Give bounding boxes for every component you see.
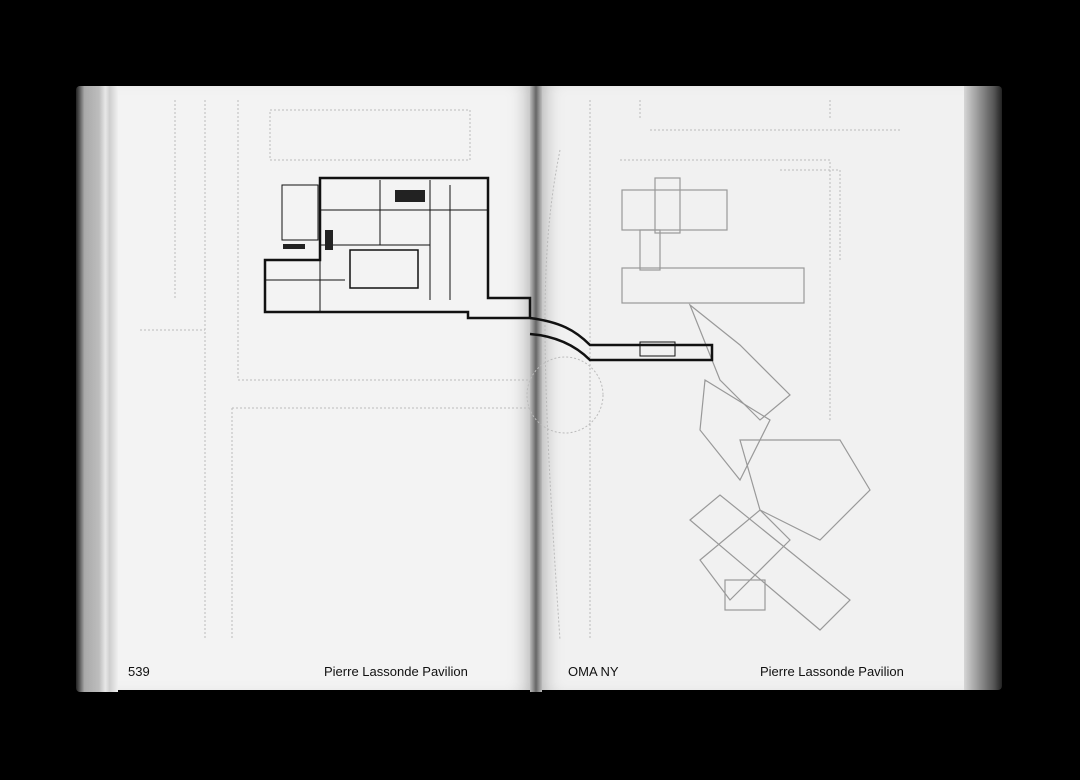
office-label: OMA NY [568,664,619,679]
pavilion-plan [263,176,714,362]
left-page [118,86,534,690]
book-gutter [530,86,542,692]
context-site-lines [140,100,900,641]
page-edge-right [962,86,1002,690]
existing-museum-plan [621,177,871,631]
running-title-right: Pierre Lassonde Pavilion [760,664,904,679]
running-title-left: Pierre Lassonde Pavilion [324,664,468,679]
right-page [538,86,964,690]
page-edge-left [76,86,118,692]
page-number: 539 [128,664,150,679]
pavilion-plan-fills [283,190,425,250]
